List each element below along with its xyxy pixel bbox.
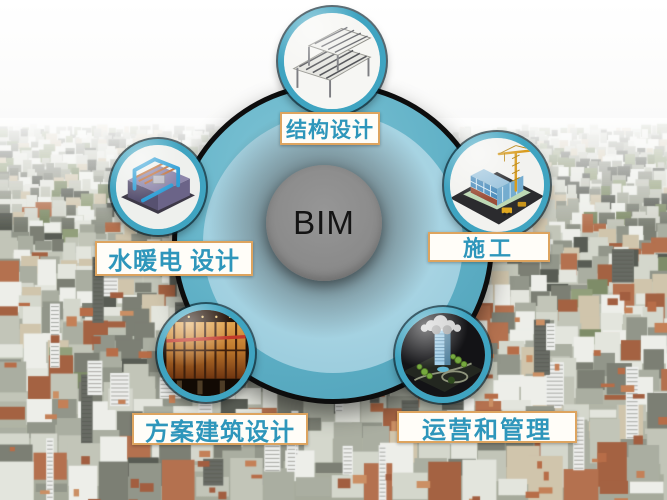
- tower-with-cloud-model-icon: [401, 313, 485, 397]
- node-mep-design: [110, 139, 206, 235]
- construction-site-thumbnail: [450, 138, 544, 232]
- mep-piping-model-icon: [116, 145, 200, 229]
- mep-model-thumbnail: [116, 145, 200, 229]
- construction-crane-model-icon: [450, 138, 544, 232]
- steel-structure-model-icon: [284, 13, 380, 109]
- building-interior-photo-icon: [163, 310, 249, 396]
- node-construction: [444, 132, 550, 238]
- label-architectural-design: 方案建筑设计: [132, 413, 308, 446]
- label-construction: 施工: [428, 232, 550, 262]
- steel-structure-thumbnail: [284, 13, 380, 109]
- node-operations-management: [395, 307, 491, 403]
- label-mep-design: 水暖电 设计: [95, 241, 253, 276]
- label-structural-design: 结构设计: [280, 112, 380, 145]
- node-structural-design: [278, 7, 386, 115]
- node-architectural-design: [157, 304, 255, 402]
- bim-label: BIM: [293, 204, 355, 241]
- label-operations-management: 运营和管理: [397, 411, 577, 444]
- building-interior-thumbnail: [163, 310, 249, 396]
- bim-center-circle: BIM: [266, 165, 382, 281]
- operations-tower-thumbnail: [401, 313, 485, 397]
